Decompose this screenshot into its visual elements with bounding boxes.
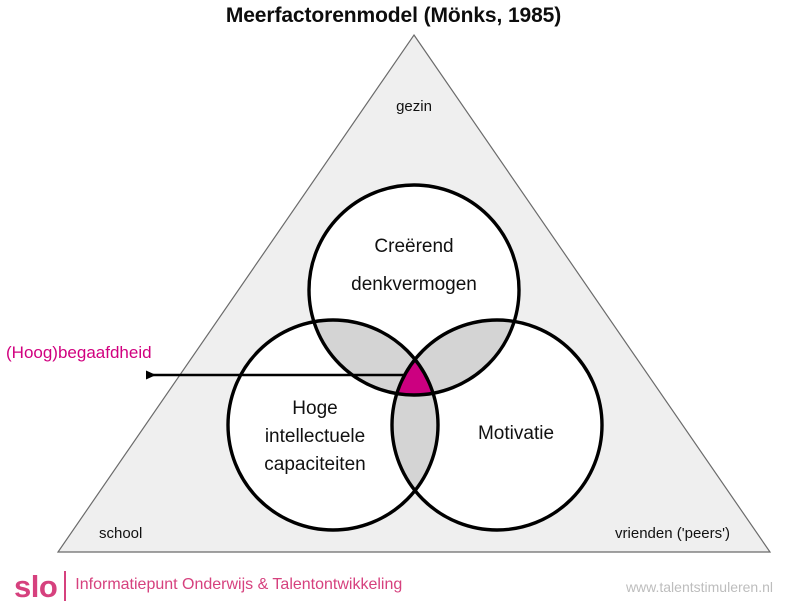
footer-brand: slo Informatiepunt Onderwijs & Talentont…: [14, 569, 402, 603]
circle-label-intellectual-capacity-line1: Hoge: [292, 398, 337, 419]
circle-creative-thinking: [307, 183, 521, 397]
corner-label-school: school: [99, 525, 142, 542]
circle-label-intellectual-capacity-line3: capaciteiten: [264, 454, 365, 475]
corner-label-vrienden: vrienden ('peers'): [615, 525, 730, 542]
circle-intellectual-capacity: [226, 318, 440, 532]
circle-motivation: [390, 318, 604, 532]
footer-divider: [64, 571, 67, 601]
circle-label-motivation: Motivatie: [478, 423, 554, 444]
slo-logo: slo: [14, 568, 58, 604]
corner-label-gezin: gezin: [396, 98, 432, 115]
overlap-top-left: [309, 320, 438, 395]
overlap-top-right: [392, 320, 519, 395]
giftedness-callout-label: (Hoog)begaafdheid: [6, 343, 152, 362]
footer-bar: slo Informatiepunt Onderwijs & Talentont…: [0, 561, 787, 613]
circle-label-creative-thinking-line1: Creërend: [374, 236, 453, 257]
circle-label-intellectual-capacity-line2: intellectuele: [265, 426, 365, 447]
footer-url[interactable]: www.talentstimuleren.nl: [625, 579, 773, 595]
page-title: Meerfactorenmodel (Mönks, 1985): [225, 4, 562, 27]
circle-label-creative-thinking-line2: denkvermogen: [351, 274, 477, 295]
footer-tagline: Informatiepunt Onderwijs & Talentontwikk…: [75, 576, 403, 593]
